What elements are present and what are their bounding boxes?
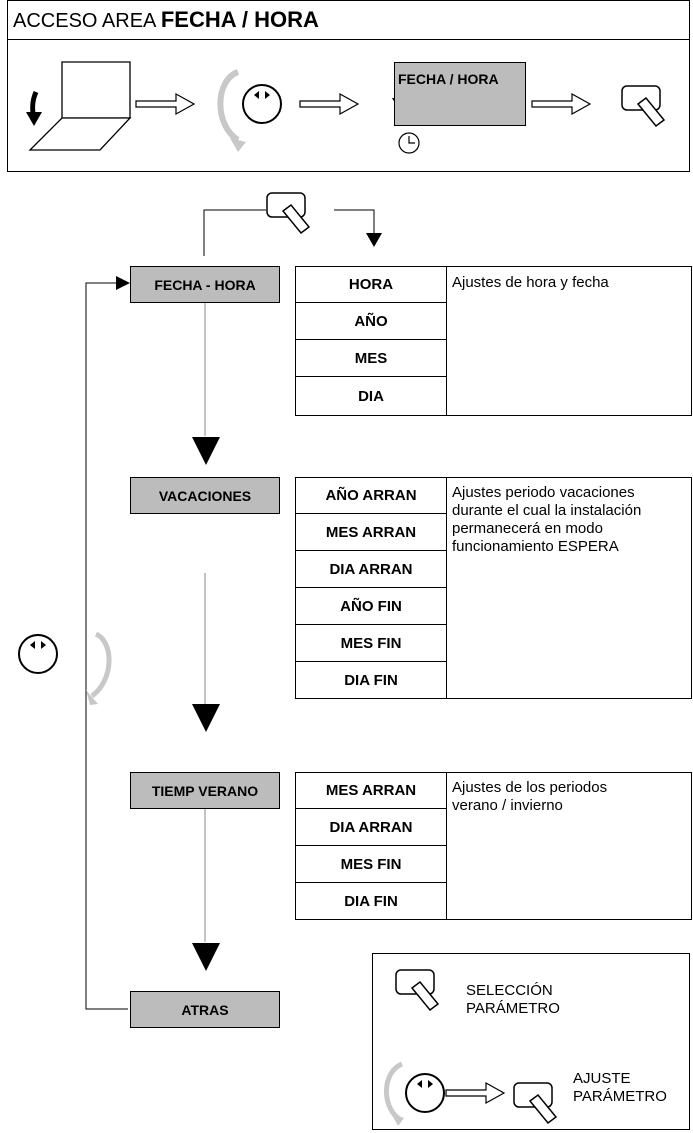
param-cell: MES bbox=[295, 339, 447, 377]
description-text: Ajustes de hora y fecha bbox=[452, 274, 609, 291]
legend-adjust-line2: PARÁMETRO bbox=[573, 1088, 667, 1105]
page-title: ACCESO AREA FECHA / HORA bbox=[13, 7, 319, 33]
laptop-icon bbox=[28, 61, 132, 151]
clock-icon bbox=[398, 132, 420, 154]
arrow-down-icon bbox=[192, 704, 220, 732]
title-bold: FECHA / HORA bbox=[160, 7, 319, 32]
legend-box bbox=[372, 953, 690, 1130]
menu-label-vacaciones: VACACIONES bbox=[130, 477, 280, 514]
entry-connector bbox=[203, 209, 375, 256]
legend-adjust-text: AJUSTE PARÁMETRO bbox=[573, 1070, 667, 1106]
param-cell: DIA FIN bbox=[295, 882, 447, 920]
description-box bbox=[446, 772, 692, 920]
param-cell: DIA bbox=[295, 376, 447, 416]
description-text: Ajustes periodo vacaciones durante el cu… bbox=[452, 484, 642, 555]
legend-select-line2: PARÁMETRO bbox=[466, 1000, 560, 1017]
param-cell: AÑO FIN bbox=[295, 587, 447, 625]
menu-label-tiemp-verano: TIEMP VERANO bbox=[130, 772, 280, 809]
param-cell: DIA ARRAN bbox=[295, 808, 447, 846]
param-cell: MES ARRAN bbox=[295, 513, 447, 551]
menu-label-fecha-hora: FECHA - HORA bbox=[130, 266, 280, 303]
param-cell: MES FIN bbox=[295, 624, 447, 662]
rotate-arrow-icon bbox=[26, 90, 42, 126]
loop-back-line bbox=[85, 282, 128, 1010]
menu-label-atras: ATRAS bbox=[130, 991, 280, 1028]
param-cell: DIA FIN bbox=[295, 661, 447, 699]
param-cell: MES ARRAN bbox=[295, 772, 447, 809]
display-label: FECHA / HORA bbox=[398, 71, 499, 87]
arrow-right-icon bbox=[116, 276, 130, 290]
param-cell: MES FIN bbox=[295, 845, 447, 883]
knob-icon bbox=[217, 69, 282, 152]
param-cell: HORA bbox=[295, 266, 447, 303]
arrow-down-icon bbox=[192, 437, 220, 465]
arrow-down-icon bbox=[192, 943, 220, 971]
legend-select-line1: SELECCIÓN bbox=[466, 982, 553, 999]
description-box bbox=[446, 266, 692, 416]
title-prefix: ACCESO AREA bbox=[13, 10, 161, 32]
legend-select-text: SELECCIÓN PARÁMETRO bbox=[466, 982, 560, 1018]
header-frame bbox=[7, 0, 690, 172]
display-screen bbox=[394, 62, 526, 126]
button-icon bbox=[266, 192, 310, 234]
description-text: Ajustes de los periodos verano / inviern… bbox=[452, 779, 608, 814]
legend-adjust-line1: AJUSTE bbox=[573, 1070, 631, 1087]
knob-icon bbox=[384, 1061, 445, 1126]
param-cell: DIA ARRAN bbox=[295, 550, 447, 588]
header-title-row bbox=[7, 0, 690, 40]
param-cell: AÑO bbox=[295, 302, 447, 340]
knob-icon bbox=[18, 631, 112, 705]
description-box bbox=[446, 477, 692, 699]
arrow-down-icon bbox=[366, 233, 382, 247]
param-cell: AÑO ARRAN bbox=[295, 477, 447, 514]
